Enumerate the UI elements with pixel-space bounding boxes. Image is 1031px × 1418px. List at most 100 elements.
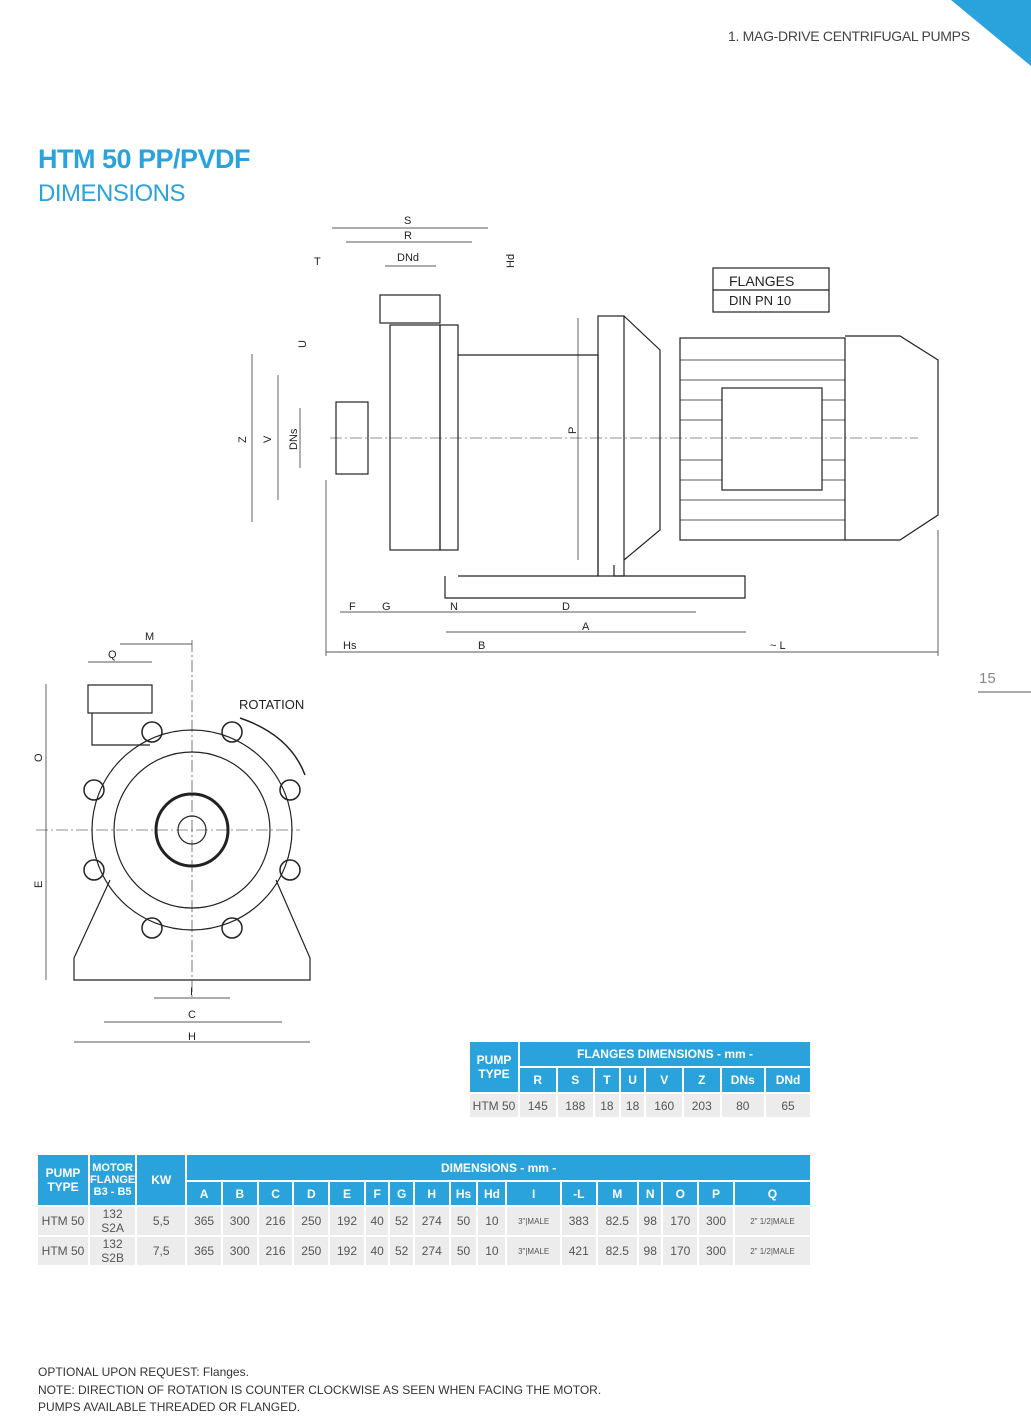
cell-pump-type: HTM 50 bbox=[38, 1207, 88, 1235]
cell-pump-type: HTM 50 bbox=[470, 1094, 518, 1117]
dim-label-U: U bbox=[297, 340, 309, 348]
column-header: U bbox=[620, 1068, 645, 1092]
dim-label-R: R bbox=[404, 230, 412, 242]
cell-value: 50 bbox=[450, 1207, 477, 1235]
cell-motor-flange: 132 S2B bbox=[90, 1237, 136, 1265]
dim-label-L: ~ L bbox=[770, 640, 786, 652]
cell-value: 10 bbox=[478, 1207, 506, 1235]
dimension-labels: S R T DNd Hd U Z V DNs P F G N D A Hs B … bbox=[33, 215, 786, 1043]
notes: OPTIONAL UPON REQUEST: Flanges. NOTE: DI… bbox=[38, 1364, 601, 1417]
cell-value: 40 bbox=[365, 1237, 389, 1265]
rotation-label: ROTATION bbox=[239, 697, 304, 712]
flanges-box: FLANGES DIN PN 10 bbox=[712, 267, 830, 313]
pump-type-header: PUMP TYPE bbox=[470, 1042, 518, 1092]
cell-value: 216 bbox=[258, 1207, 293, 1235]
column-header: -L bbox=[561, 1182, 596, 1205]
column-header: DNd bbox=[766, 1068, 810, 1092]
cell-value: 98 bbox=[638, 1237, 662, 1265]
cell-value: 250 bbox=[294, 1237, 329, 1265]
cell-motor-flange: 132 S2A bbox=[90, 1207, 136, 1235]
page-subtitle: DIMENSIONS bbox=[38, 180, 186, 207]
column-header: O bbox=[663, 1182, 698, 1205]
cell-value: 145 bbox=[520, 1094, 556, 1117]
cell-pump-type: HTM 50 bbox=[38, 1237, 88, 1265]
cell-value: 365 bbox=[187, 1237, 221, 1265]
column-header: Q bbox=[734, 1182, 810, 1205]
cell-value: 421 bbox=[561, 1237, 596, 1265]
cell-value: 192 bbox=[330, 1237, 364, 1265]
cell-value: 50 bbox=[450, 1237, 477, 1265]
cell-value: 82.5 bbox=[597, 1237, 637, 1265]
dim-label-DNd: DNd bbox=[397, 252, 419, 264]
dim-label-G: G bbox=[382, 601, 391, 613]
kw-header: KW bbox=[137, 1155, 186, 1205]
cell-value: 383 bbox=[561, 1207, 596, 1235]
dim-label-F: F bbox=[349, 601, 356, 613]
cell-kw: 5,5 bbox=[137, 1207, 186, 1235]
cell-value: 98 bbox=[638, 1207, 662, 1235]
column-header: I bbox=[507, 1182, 560, 1205]
dim-label-A: A bbox=[582, 621, 590, 633]
dim-label-Hs: Hs bbox=[343, 640, 357, 652]
dim-label-Q: Q bbox=[108, 649, 117, 661]
column-header: N bbox=[638, 1182, 662, 1205]
cell-value: 300 bbox=[222, 1207, 257, 1235]
column-header: M bbox=[597, 1182, 637, 1205]
column-header: B bbox=[222, 1182, 257, 1205]
dim-label-Z: Z bbox=[237, 436, 249, 443]
cell-value: 365 bbox=[187, 1207, 221, 1235]
cell-value: 160 bbox=[646, 1094, 682, 1117]
note-rotation: NOTE: DIRECTION OF ROTATION IS COUNTER C… bbox=[38, 1382, 602, 1397]
page-title: HTM 50 PP/PVDF bbox=[38, 144, 251, 174]
column-header: A bbox=[187, 1182, 221, 1205]
cell-value: 40 bbox=[365, 1207, 389, 1235]
cell-value: 52 bbox=[390, 1207, 413, 1235]
dimensions-group-header: DIMENSIONS - mm - bbox=[187, 1155, 810, 1180]
dim-label-B: B bbox=[478, 640, 485, 652]
column-header: P bbox=[699, 1182, 733, 1205]
dim-label-O: O bbox=[33, 753, 45, 762]
cell-value: 170 bbox=[663, 1237, 698, 1265]
dim-label-Hd: Hd bbox=[505, 254, 517, 268]
side-view bbox=[251, 227, 939, 656]
cell-value: 300 bbox=[222, 1237, 257, 1265]
dim-label-H: H bbox=[188, 1031, 196, 1043]
dim-label-N: N bbox=[450, 601, 458, 613]
cell-value: 216 bbox=[258, 1237, 293, 1265]
dim-label-C: C bbox=[188, 1009, 196, 1021]
cell-value: 250 bbox=[294, 1207, 329, 1235]
cell-kw: 7,5 bbox=[137, 1237, 186, 1265]
note-optional: OPTIONAL UPON REQUEST: Flanges. bbox=[38, 1365, 249, 1379]
column-header: D bbox=[294, 1182, 329, 1205]
technical-drawing: FLANGES DIN PN 10 ROTATION S R T DNd Hd … bbox=[33, 215, 939, 1043]
front-view: ROTATION bbox=[36, 640, 311, 1043]
column-header: Z bbox=[683, 1068, 720, 1092]
column-header: G bbox=[390, 1182, 413, 1205]
cell-value: 274 bbox=[414, 1237, 449, 1265]
cell-value: 18 bbox=[595, 1094, 619, 1117]
page-number: 15 bbox=[979, 670, 996, 687]
cell-value: 300 bbox=[699, 1207, 733, 1235]
cell-value: 82.5 bbox=[597, 1207, 637, 1235]
dim-label-S: S bbox=[404, 215, 411, 227]
column-header: F bbox=[365, 1182, 389, 1205]
dim-label-D: D bbox=[562, 601, 570, 613]
column-header: S bbox=[557, 1068, 594, 1092]
column-header: DNs bbox=[721, 1068, 765, 1092]
dim-label-P: P bbox=[567, 427, 579, 434]
cell-value: 80 bbox=[721, 1094, 765, 1117]
cell-connection: 2" 1/2|MALE bbox=[734, 1207, 810, 1235]
dim-label-T: T bbox=[314, 256, 321, 268]
column-header: Hd bbox=[478, 1182, 506, 1205]
cell-value: 65 bbox=[766, 1094, 810, 1117]
flanges-group-header: FLANGES DIMENSIONS - mm - bbox=[520, 1042, 810, 1066]
column-header: T bbox=[595, 1068, 619, 1092]
corner-accent bbox=[951, 0, 1031, 66]
cell-value: 188 bbox=[557, 1094, 594, 1117]
column-header: R bbox=[520, 1068, 556, 1092]
flanges-standard: DIN PN 10 bbox=[729, 293, 791, 308]
column-header: E bbox=[330, 1182, 364, 1205]
column-header: Hs bbox=[450, 1182, 477, 1205]
note-threaded: PUMPS AVAILABLE THREADED OR FLANGED. bbox=[38, 1400, 301, 1414]
